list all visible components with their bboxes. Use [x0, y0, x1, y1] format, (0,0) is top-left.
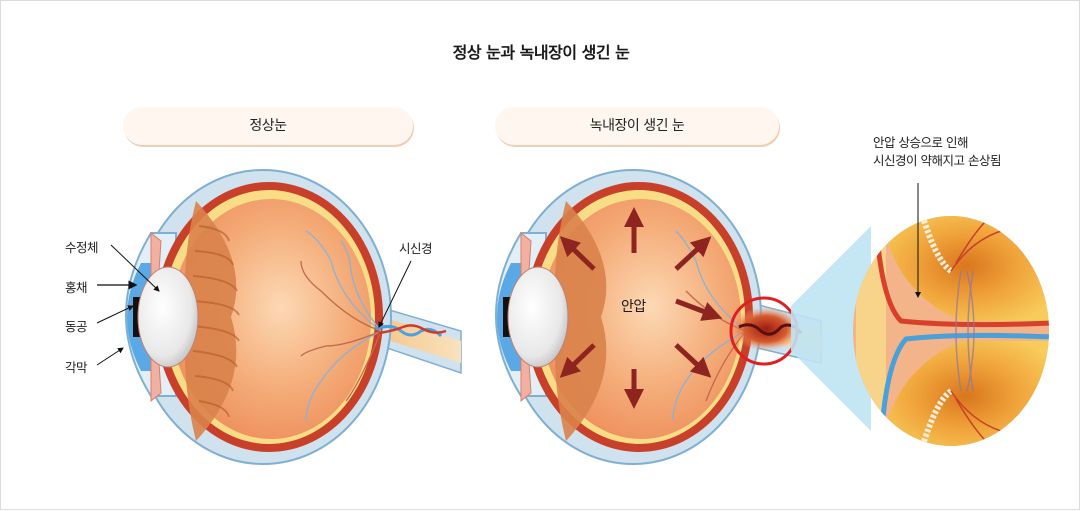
label-pupil: 동공: [65, 319, 88, 334]
note-line-1: 안압 상승으로 인해: [873, 135, 968, 150]
label-optic-nerve: 시신경: [399, 241, 433, 256]
diagram-title: 정상 눈과 녹내장이 생긴 눈: [452, 43, 630, 62]
note-line-2: 시신경이 약해지고 손상됨: [873, 153, 1001, 168]
label-iris: 홍채: [65, 280, 88, 295]
zoom-cone: [791, 226, 871, 431]
glaucoma-eye-heading: 녹내장이 생긴 눈: [495, 107, 779, 145]
normal-eye: [125, 169, 462, 465]
label-cornea: 각막: [65, 360, 88, 375]
label-lens: 수정체: [65, 240, 99, 255]
glaucoma-note: 안압 상승으로 인해 시신경이 약해지고 손상됨: [873, 134, 1001, 170]
glaucoma-eye: [495, 169, 822, 465]
normal-eye-heading: 정상눈: [123, 107, 413, 145]
optic-nerve-magnified: [853, 216, 1049, 446]
label-intraocular-pressure: 안압: [621, 299, 646, 315]
